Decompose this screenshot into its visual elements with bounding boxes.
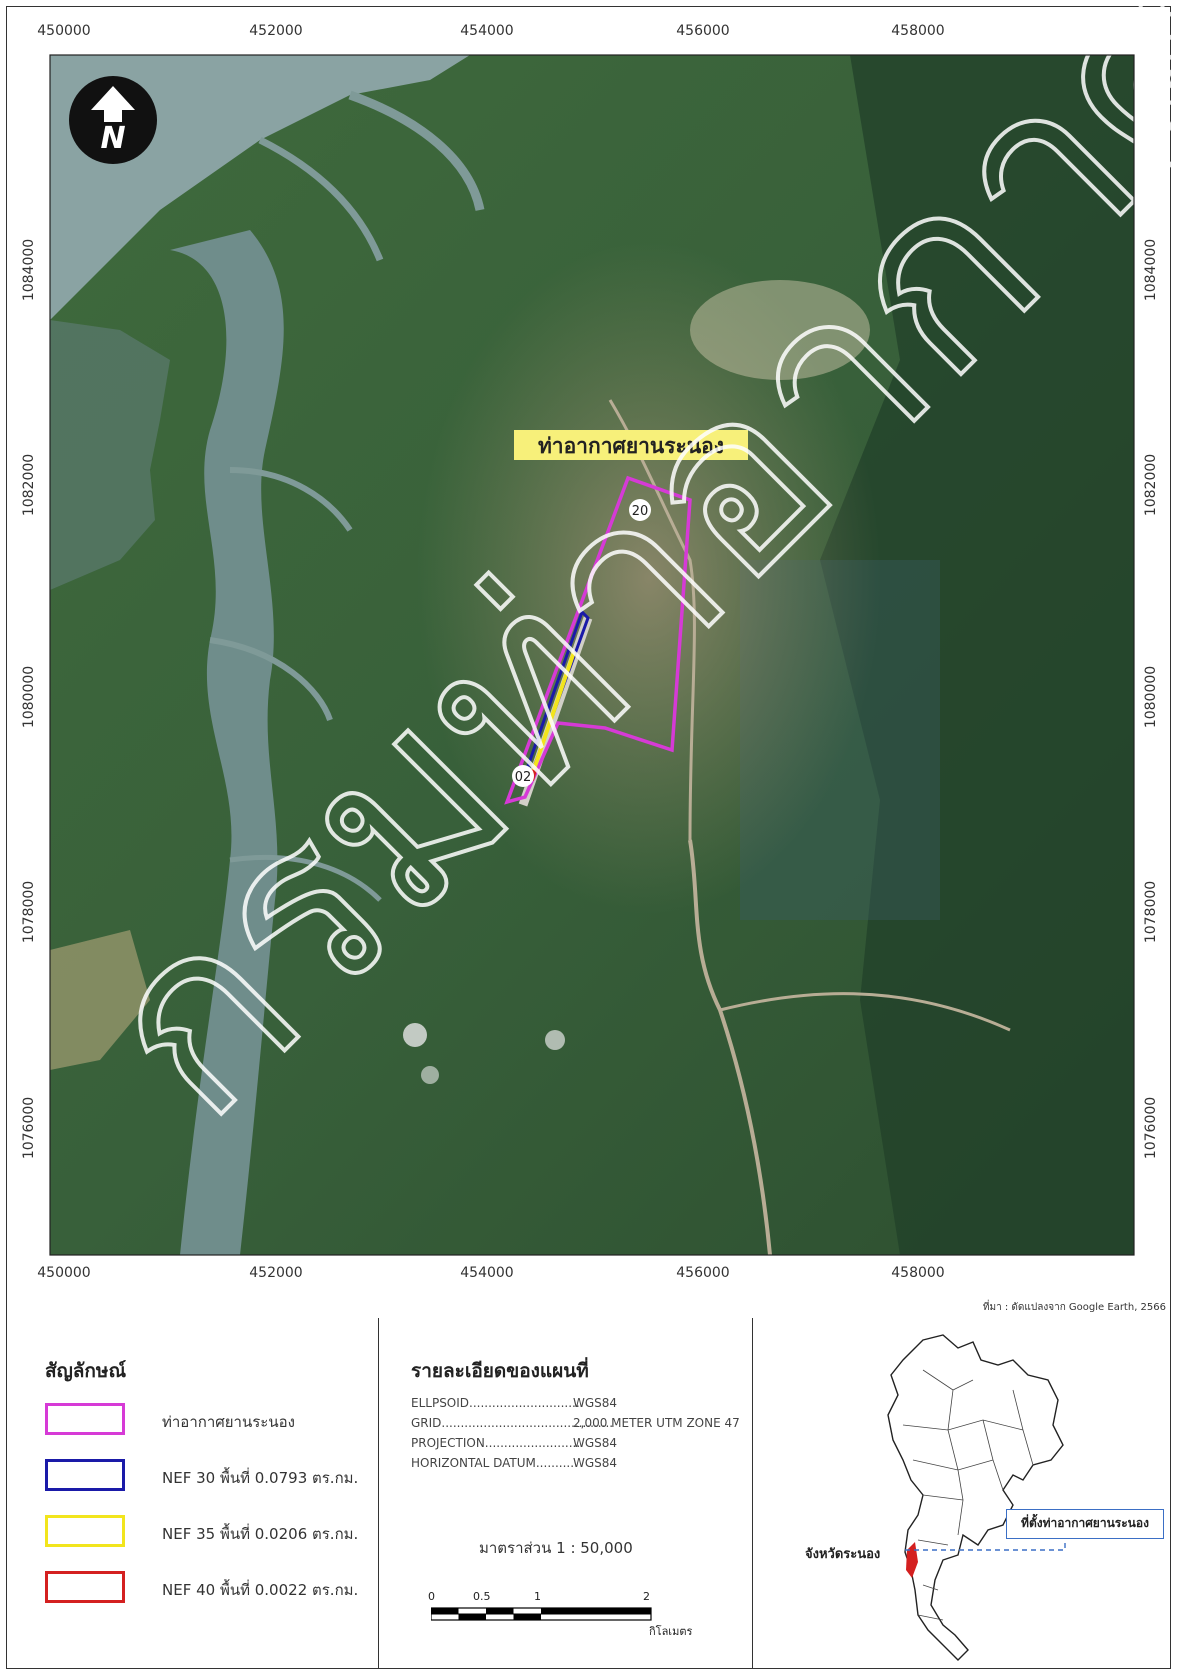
legend-label: NEF 40 พื้นที่ 0.0022 ตร.กม. [162, 1581, 359, 1599]
y-tick-label-left: 1082000 [21, 454, 37, 516]
runway-end-02-marker: 02 [512, 765, 534, 787]
scalebar-label: 2 [643, 1590, 650, 1603]
x-tick-label-top: 458000 [891, 23, 944, 39]
x-tick-label-bottom: 452000 [249, 1265, 302, 1281]
y-tick-label-right: 1076000 [1143, 1097, 1159, 1159]
y-tick-label-right: 1082000 [1143, 454, 1159, 516]
scalebar-label: 0 [428, 1590, 435, 1603]
airport-boundary[interactable] [504, 475, 692, 805]
legend-item-airport: ท่าอากาศยานระนอง [45, 1403, 375, 1439]
legend-panel: สัญลักษณ์ ท่าอากาศยานระนอง NEF 30 พื้นที… [7, 1318, 379, 1668]
scalebar-label: 1 [534, 1590, 541, 1603]
map-details-panel: รายละเอียดของแผนที่ ELLPSOID............… [379, 1318, 753, 1668]
legend-item-nef30: NEF 30 พื้นที่ 0.0793 ตร.กม. [45, 1459, 375, 1495]
legend-item-nef35: NEF 35 พื้นที่ 0.0206 ตร.กม. [45, 1515, 375, 1551]
details-title: รายละเอียดของแผนที่ [411, 1360, 589, 1382]
scalebar [431, 1607, 652, 1621]
scalebar-label: 0.5 [473, 1590, 491, 1603]
map-neatline [49, 54, 1135, 1256]
y-tick-label-left: 1084000 [21, 239, 37, 301]
legend-item-nef40: NEF 40 พื้นที่ 0.0022 ตร.กม. [45, 1571, 375, 1607]
map-scale: มาตราส่วน 1 : 50,000 [479, 1539, 633, 1557]
bottom-panels: สัญลักษณ์ ท่าอากาศยานระนอง NEF 30 พื้นที… [7, 1318, 1170, 1668]
map-frame [6, 6, 1171, 1669]
x-tick-label-top: 456000 [676, 23, 729, 39]
locator-map-panel [753, 1318, 1170, 1668]
coordinate-labels: 450000 450000 452000 452000 454000 454000 4560… [21, 23, 1159, 1281]
legend-swatch [45, 1403, 125, 1435]
y-tick-label-left: 1076000 [21, 1097, 37, 1159]
detail-row-ellipsoid: ELLPSOID..............................WG… [411, 1396, 618, 1410]
x-tick-label-top: 450000 [37, 23, 90, 39]
airport-name-text: ท่าอากาศยานระนอง [538, 434, 724, 458]
svg-text:N: N [100, 121, 125, 156]
x-tick-label-bottom: 456000 [676, 1265, 729, 1281]
thailand-locator-map [887, 1334, 1064, 1661]
runway-end-02-label: 02 [515, 770, 532, 785]
legend-swatch [45, 1571, 125, 1603]
airport-name-label: ท่าอากาศยานระนอง [514, 430, 748, 460]
nef-35-contour[interactable] [531, 651, 576, 773]
legend-title: สัญลักษณ์ [45, 1360, 127, 1382]
y-tick-label-left: 1080000 [21, 666, 37, 728]
detail-row-projection: PROJECTION.........................WGS84 [411, 1436, 618, 1450]
detail-row-datum: HORIZONTAL DATUM..........WGS84 [411, 1456, 618, 1470]
runway-end-20-marker: 20 [629, 499, 651, 521]
y-tick-label-right: 1078000 [1143, 881, 1159, 943]
runway-end-20-label: 20 [632, 504, 649, 519]
legend-swatch [45, 1459, 125, 1491]
detail-row-grid: GRID....................................… [411, 1416, 740, 1430]
scalebar-unit: กิโลเมตร [649, 1625, 693, 1638]
legend-swatch [45, 1515, 125, 1547]
x-tick-label-bottom: 454000 [460, 1265, 513, 1281]
legend-label: NEF 35 พื้นที่ 0.0206 ตร.กม. [162, 1525, 359, 1543]
satellite-imagery [50, 55, 1134, 1256]
province-label: จังหวัดระนอง [805, 1547, 881, 1562]
north-arrow-icon: N [69, 76, 157, 164]
legend-label: NEF 30 พื้นที่ 0.0793 ตร.กม. [162, 1469, 359, 1487]
x-tick-label-top: 452000 [249, 23, 302, 39]
airport-location-callout: ที่ตั้งท่าอากาศยานระนอง [1006, 1509, 1164, 1539]
x-tick-label-top: 454000 [460, 23, 513, 39]
y-tick-label-left: 1078000 [21, 881, 37, 943]
x-tick-label-bottom: 458000 [891, 1265, 944, 1281]
x-tick-label-bottom: 450000 [37, 1265, 90, 1281]
y-tick-label-right: 1080000 [1143, 666, 1159, 728]
legend-label: ท่าอากาศยานระนอง [162, 1413, 295, 1431]
y-tick-label-right: 1084000 [1143, 239, 1159, 301]
map-view[interactable]: 20 02 ท่าอากาศยานระนอง กรมท่าอากาศยาน N … [0, 0, 1178, 1318]
map-source: ที่มา : ดัดแปลงจาก Google Earth, 2566 [982, 1302, 1166, 1313]
